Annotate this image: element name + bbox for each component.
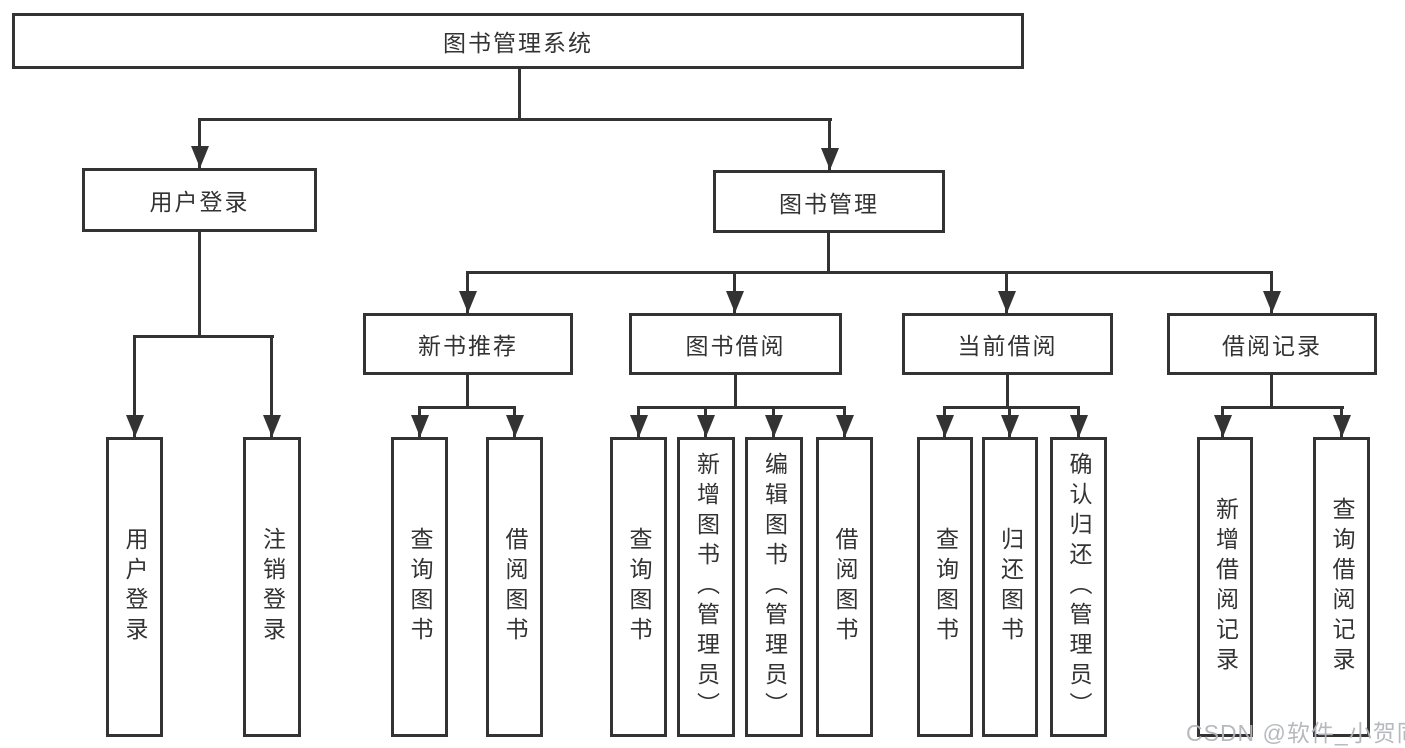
leaf-current-query-books: 查询图书	[917, 437, 973, 737]
arrow-down-icon	[630, 415, 648, 437]
arrow-down-icon	[765, 415, 783, 437]
leaf-label: 查询借阅记录	[1329, 497, 1355, 677]
leaf-newbooks-borrow-books: 借阅图书	[486, 437, 543, 737]
leaf-label: 确认归还（管理员）	[1066, 452, 1092, 722]
connector-line	[466, 375, 469, 408]
node-label: 用户登录	[149, 189, 250, 215]
arrow-down-icon	[1263, 291, 1281, 313]
leaf-records-query-record: 查询借阅记录	[1313, 437, 1370, 737]
connector-line	[198, 232, 201, 337]
connector-line	[518, 68, 521, 120]
node-current-borrow: 当前借阅	[902, 313, 1113, 375]
connector-line	[198, 118, 832, 121]
leaf-borrow-add-books-admin: 新增图书（管理员）	[677, 437, 735, 737]
arrow-down-icon	[936, 415, 954, 437]
node-label: 当前借阅	[957, 333, 1058, 359]
leaf-label: 新增图书（管理员）	[693, 452, 720, 722]
node-borrow-records: 借阅记录	[1167, 313, 1377, 375]
leaf-label: 编辑图书（管理员）	[761, 452, 788, 722]
arrow-down-icon	[998, 291, 1016, 313]
arrow-down-icon	[263, 415, 281, 437]
leaf-label: 用户登录	[122, 527, 148, 647]
arrow-down-icon	[459, 291, 477, 313]
leaf-borrow-borrow-books: 借阅图书	[816, 437, 873, 737]
connector-line	[198, 118, 201, 168]
arrow-down-icon	[506, 415, 524, 437]
arrow-down-icon	[411, 415, 429, 437]
node-label: 图书借阅	[685, 333, 786, 359]
connector-line	[466, 271, 1273, 274]
leaf-label: 注销登录	[259, 527, 286, 647]
leaf-records-add-record: 新增借阅记录	[1197, 437, 1253, 737]
leaf-current-confirm-return-admin: 确认归还（管理员）	[1050, 437, 1107, 737]
arrow-down-icon	[821, 148, 839, 170]
connector-line	[734, 375, 737, 408]
node-label: 图书管理	[779, 190, 879, 217]
leaf-label: 查询图书	[626, 527, 652, 647]
node-label: 图书管理系统	[443, 30, 593, 56]
arrow-down-icon	[836, 415, 854, 437]
arrow-down-icon	[126, 415, 144, 437]
leaf-label: 借阅图书	[832, 527, 858, 647]
arrow-down-icon	[1001, 415, 1019, 437]
connector-line	[827, 233, 830, 273]
connector-line	[637, 406, 846, 409]
connector-line	[1270, 375, 1273, 408]
leaf-label: 查询图书	[932, 527, 959, 647]
connector-line	[133, 335, 136, 437]
connector-line	[418, 406, 516, 409]
leaf-logout: 注销登录	[243, 437, 301, 737]
node-new-book-recommend: 新书推荐	[363, 313, 573, 375]
node-user-login: 用户登录	[82, 168, 317, 232]
leaf-borrow-query-books: 查询图书	[610, 437, 667, 737]
arrow-down-icon	[697, 415, 715, 437]
connector-line	[943, 406, 1080, 409]
leaf-label: 归还图书	[997, 527, 1024, 647]
leaf-user-login: 用户登录	[106, 437, 163, 737]
leaf-label: 查询图书	[407, 527, 433, 647]
connector-line	[133, 335, 274, 338]
node-label: 借阅记录	[1222, 333, 1322, 359]
leaf-label: 借阅图书	[502, 527, 528, 647]
leaf-newbooks-query-books: 查询图书	[391, 437, 448, 737]
connector-line	[828, 118, 831, 170]
connector-line	[1006, 375, 1009, 408]
leaf-label: 新增借阅记录	[1212, 497, 1239, 677]
node-book-management: 图书管理	[713, 170, 945, 233]
leaf-current-return-books: 归还图书	[982, 437, 1038, 737]
node-library-management-system: 图书管理系统	[12, 13, 1024, 69]
csdn-watermark: CSDN @软件_小贺同学	[1186, 720, 1405, 746]
arrow-down-icon	[191, 146, 209, 168]
node-label: 新书推荐	[418, 333, 518, 359]
connector-line	[270, 335, 273, 437]
arrow-down-icon	[726, 291, 744, 313]
leaf-borrow-edit-books-admin: 编辑图书（管理员）	[745, 437, 803, 737]
arrow-down-icon	[1214, 415, 1232, 437]
arrow-down-icon	[1070, 415, 1088, 437]
connector-line	[1221, 406, 1344, 409]
arrow-down-icon	[1333, 415, 1351, 437]
node-book-borrow: 图书借阅	[629, 313, 842, 375]
